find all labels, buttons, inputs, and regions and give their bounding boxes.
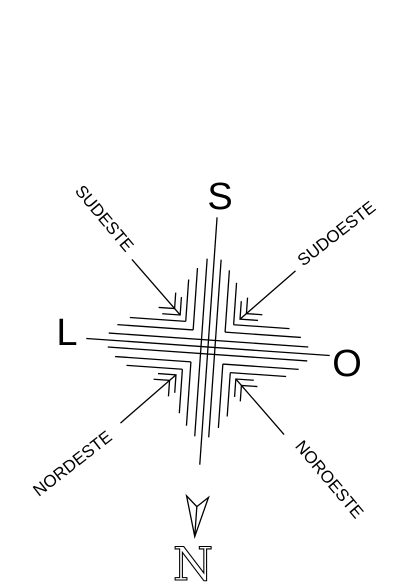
pointer-top-left [128, 259, 184, 315]
intercardinal-bottom-left-label: NORDESTE [30, 427, 116, 500]
north-arrow-icon [184, 496, 209, 537]
cardinal-right-label: O [332, 343, 362, 385]
pointer-bottom-right [232, 379, 288, 435]
pointer-bottom-left [120, 371, 176, 427]
intercardinal-top-left-label: SUDESTE [71, 182, 137, 256]
intercardinal-top-right-label: SUDOESTE [294, 197, 379, 270]
cardinal-bottom-label: N [173, 537, 213, 586]
pointer-top-right [240, 267, 296, 323]
cardinal-left-label: L [56, 312, 77, 354]
cardinal-top-label: S [207, 176, 232, 218]
intercardinal-bottom-right-label: NOROESTE [291, 437, 367, 522]
